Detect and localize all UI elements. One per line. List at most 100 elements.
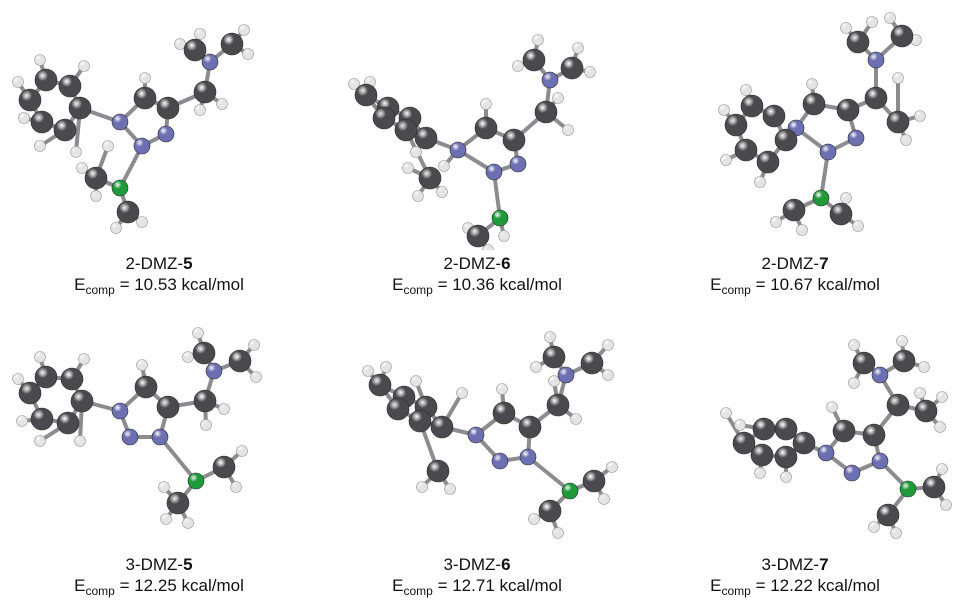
carbon-atom bbox=[580, 351, 604, 375]
hydrogen-atom bbox=[496, 383, 508, 395]
hydrogen-atom bbox=[900, 134, 912, 146]
carbon-atom bbox=[84, 166, 108, 190]
hydrogen-atom bbox=[402, 162, 414, 174]
hydrogen-atom bbox=[18, 112, 30, 124]
nitrogen-atom bbox=[111, 113, 129, 131]
hydrogen-atom bbox=[914, 387, 926, 399]
nitrogen-atom bbox=[843, 464, 861, 482]
carbon-atom bbox=[740, 94, 764, 118]
nitrogen-atom bbox=[509, 155, 527, 173]
carbon-atom bbox=[156, 96, 180, 120]
hydrogen-atom bbox=[530, 361, 542, 373]
carbon-atom bbox=[474, 116, 498, 140]
carbon-atom bbox=[922, 475, 946, 499]
hydrogen-atom bbox=[940, 499, 952, 511]
hydrogen-atom bbox=[444, 483, 456, 495]
hydrogen-atom bbox=[410, 375, 422, 387]
hydrogen-atom bbox=[480, 98, 492, 110]
molecule-model-3-dmz-7 bbox=[720, 335, 952, 539]
panel-3-dmz-6: 3-DMZ-6 Ecomp = 12.71 kcal/mol bbox=[318, 301, 636, 602]
carbon-atom bbox=[542, 345, 566, 369]
carbon-atom bbox=[193, 389, 217, 413]
hydrogen-atom bbox=[806, 78, 818, 90]
carbon-atom bbox=[846, 30, 870, 54]
carbon-atom bbox=[426, 459, 450, 483]
carbon-atom bbox=[836, 98, 860, 122]
carbon-atom bbox=[34, 365, 58, 389]
carbon-atom bbox=[864, 86, 888, 110]
hydrogen-atom bbox=[182, 351, 194, 363]
hydrogen-atom bbox=[160, 513, 172, 525]
carbon-atom bbox=[890, 24, 914, 48]
hydrogen-atom bbox=[552, 527, 564, 539]
carbon-atom bbox=[228, 349, 252, 373]
hydrogen-atom bbox=[12, 76, 24, 88]
carbon-atom bbox=[582, 469, 606, 493]
hydrogen-atom bbox=[840, 22, 852, 34]
hydrogen-atom bbox=[200, 419, 212, 431]
hydrogen-atom bbox=[192, 327, 204, 339]
hydrogen-atom bbox=[436, 186, 448, 198]
carbon-atom bbox=[134, 375, 158, 399]
hydrogen-atom bbox=[230, 481, 242, 493]
nitrogen-atom bbox=[847, 129, 865, 147]
zinc-atom bbox=[899, 480, 917, 498]
hydrogen-atom bbox=[362, 365, 374, 377]
hydrogen-atom bbox=[16, 415, 28, 427]
hydrogen-atom bbox=[380, 361, 392, 373]
carbon-atom bbox=[534, 100, 558, 124]
hydrogen-atom bbox=[936, 391, 948, 403]
nitrogen-atom bbox=[541, 71, 559, 89]
carbon-atom bbox=[732, 431, 756, 455]
carbon-atom bbox=[192, 341, 216, 365]
hydrogen-atom bbox=[139, 72, 151, 84]
energy-label: Ecomp = 12.22 kcal/mol bbox=[710, 576, 880, 598]
hydrogen-atom bbox=[236, 445, 248, 457]
nitrogen-atom bbox=[205, 362, 223, 380]
carbon-atom bbox=[774, 417, 798, 441]
nitrogen-atom bbox=[111, 402, 129, 420]
compound-label: 3-DMZ-7 bbox=[761, 555, 829, 574]
panel-3-dmz-5: 3-DMZ-5 Ecomp = 12.25 kcal/mol bbox=[0, 301, 318, 602]
hydrogen-atom bbox=[34, 435, 46, 447]
nitrogen-atom bbox=[201, 53, 219, 71]
nitrogen-atom bbox=[157, 125, 175, 143]
carbon-atom bbox=[518, 415, 542, 439]
hydrogen-atom bbox=[498, 230, 510, 242]
zinc-atom bbox=[187, 472, 205, 490]
hydrogen-atom bbox=[868, 521, 880, 533]
hydrogen-atom bbox=[34, 140, 46, 152]
hydrogen-atom bbox=[250, 371, 262, 383]
hydrogen-atom bbox=[570, 413, 582, 425]
zinc-atom bbox=[561, 482, 579, 500]
hydrogen-atom bbox=[242, 48, 254, 60]
hydrogen-atom bbox=[136, 216, 148, 228]
compound-label: 2-DMZ-5 bbox=[125, 254, 193, 273]
energy-label: Ecomp = 10.36 kcal/mol bbox=[392, 275, 562, 297]
carbon-atom bbox=[522, 48, 546, 72]
carbon-atom bbox=[368, 373, 392, 397]
carbon-atom bbox=[18, 88, 42, 112]
carbon-atom bbox=[56, 411, 80, 435]
carbon-atom bbox=[34, 68, 58, 92]
hydrogen-atom bbox=[584, 66, 596, 78]
hydrogen-atom bbox=[602, 369, 614, 381]
hydrogen-atom bbox=[182, 517, 194, 529]
carbon-atom bbox=[414, 126, 438, 150]
hydrogen-atom bbox=[884, 12, 896, 24]
hydrogen-atom bbox=[74, 435, 86, 447]
bond bbox=[158, 435, 198, 483]
carbon-atom bbox=[502, 128, 526, 152]
hydrogen-atom bbox=[194, 104, 206, 116]
energy-label: Ecomp = 10.53 kcal/mol bbox=[74, 275, 244, 297]
carbon-atom bbox=[862, 423, 886, 447]
carbon-atom bbox=[166, 491, 190, 515]
hydrogen-atom bbox=[852, 220, 864, 232]
carbon-atom bbox=[70, 389, 94, 413]
hydrogen-atom bbox=[602, 339, 614, 351]
nitrogen-atom bbox=[819, 143, 837, 161]
hydrogen-atom bbox=[892, 72, 904, 84]
panel-2-dmz-6: 2-DMZ-6 Ecomp = 10.36 kcal/mol bbox=[318, 0, 636, 301]
carbon-atom bbox=[430, 415, 454, 439]
hydrogen-atom bbox=[438, 160, 450, 172]
